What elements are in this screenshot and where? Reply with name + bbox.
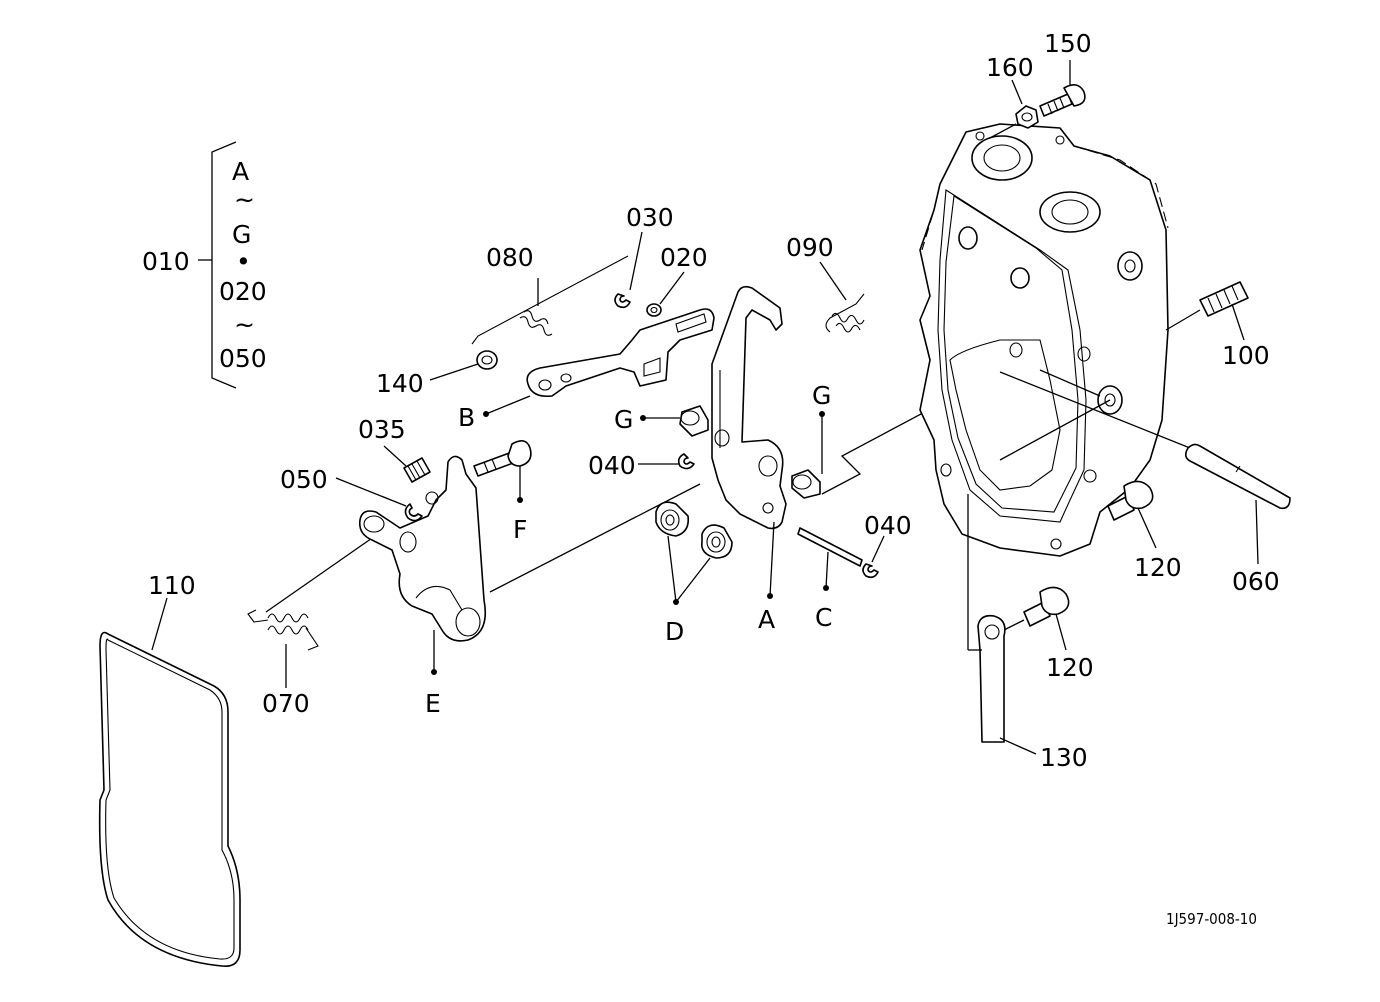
bracket-item-tilde-1: ~ [234,185,255,214]
spring-090 [825,293,865,333]
label-050: 050 [280,465,328,494]
figure-reference: 1J597-008-10 [1166,910,1257,928]
stud-035 [403,457,431,483]
label-060: 060 [1232,567,1280,596]
bracket-item-dot: • [236,247,251,276]
label-090: 090 [786,233,834,262]
link-plate-b [526,308,715,398]
dot-a [767,593,773,599]
label-080: 080 [486,243,534,272]
washer-020 [646,303,662,317]
circlip-050 [404,503,423,522]
bracket-item-050: 050 [219,344,267,373]
label-100: 100 [1222,341,1270,370]
bracket-item-a: A [232,157,249,186]
label-020: 020 [660,243,708,272]
collar-140 [476,350,498,370]
stud-100 [1199,281,1249,317]
label-035: 035 [358,415,406,444]
label-150: 150 [1044,29,1092,58]
spring-070 [247,609,319,651]
bracket-group: 010 A ~ G • 020 ~ 050 [142,141,267,389]
bolt-f [473,440,532,477]
dot-d [673,599,679,605]
gear-housing [919,123,1169,557]
label-g-right: G [812,381,831,410]
clip-040-left [677,453,695,470]
bearing-d-1 [655,501,690,537]
label-b: B [458,403,475,432]
bearing-d-2 [700,524,733,559]
bracket-item-tilde-2: ~ [234,310,255,339]
dot-c [823,585,829,591]
label-c: C [815,603,832,632]
dot-g-left [640,415,646,421]
gasket-110 [98,631,241,967]
bracket-item-020: 020 [219,277,267,306]
bracket-item-g: G [232,220,251,249]
dot-f [517,497,523,503]
bolt-120-upper [1107,480,1154,521]
collar-g-left [679,405,709,437]
label-a: A [758,605,775,634]
pin-c [797,527,863,567]
label-d: D [665,617,684,646]
pin-060 [1184,443,1291,510]
clip-030 [614,293,631,309]
label-110: 110 [148,571,196,600]
label-070: 070 [262,689,310,718]
dot-g-right [819,411,825,417]
label-g-left: G [614,405,633,434]
label-120-upper: 120 [1134,553,1182,582]
dot-b [483,411,489,417]
bolt-120-lower [1023,586,1070,627]
strap-130 [977,614,1006,743]
bracket-a [711,285,787,530]
nut-160 [1015,105,1039,129]
bolt-150 [1039,84,1086,117]
collar-g-right [791,469,821,499]
lever-e [358,455,487,642]
dot-e [431,669,437,675]
label-030: 030 [626,203,674,232]
clip-040-right [862,563,879,579]
spring-080 [471,255,629,345]
label-010: 010 [142,247,190,276]
label-140: 140 [376,369,424,398]
label-040-right: 040 [864,511,912,540]
label-160: 160 [986,53,1034,82]
label-130: 130 [1040,743,1088,772]
label-120-lower: 120 [1046,653,1094,682]
label-040-left: 040 [588,451,636,480]
label-f: F [513,515,527,544]
label-e: E [425,689,441,718]
